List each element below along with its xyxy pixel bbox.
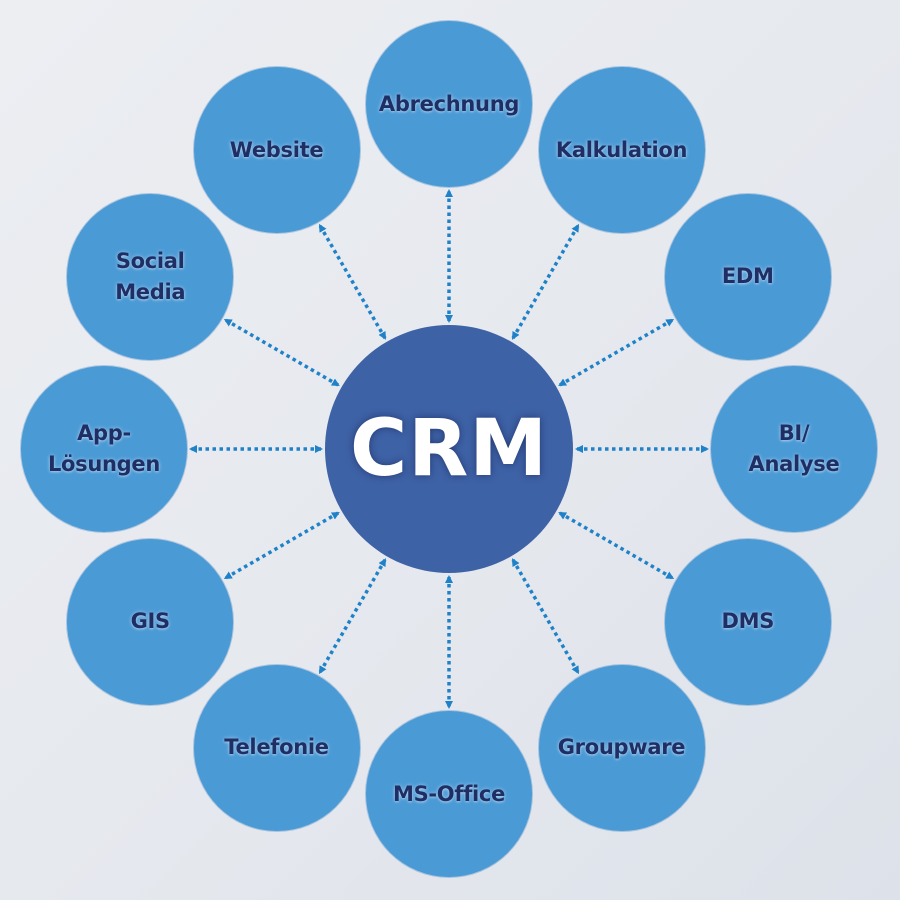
- node-label: Groupware: [557, 735, 686, 760]
- connector-social-media: [223, 318, 340, 387]
- node-label: GIS: [130, 609, 171, 633]
- node-abrechnung: Abrechnung: [366, 21, 532, 187]
- connector-groupware: [511, 558, 580, 675]
- crm-hub: CRM: [325, 325, 573, 573]
- node-label: App- Lösungen: [47, 421, 161, 476]
- node-label: Telefonie: [224, 735, 329, 760]
- node-label: BI/ Analyse: [748, 421, 840, 476]
- node-dms: DMS: [664, 538, 831, 705]
- hub-label: CRM: [350, 404, 548, 494]
- node-label: Social Media: [115, 248, 186, 304]
- node-telefonie: Telefonie: [193, 664, 360, 831]
- node-groupware: Groupware: [538, 664, 705, 831]
- connector-dms: [558, 511, 675, 580]
- connector-kalkulation: [511, 223, 580, 340]
- node-ms-office: MS-Office: [366, 711, 532, 877]
- node-label: Website: [229, 137, 324, 162]
- node-gis: GIS: [67, 538, 234, 705]
- node-label: MS-Office: [392, 781, 506, 806]
- connector-website: [318, 223, 387, 340]
- node-kalkulation: Kalkulation: [538, 67, 705, 234]
- connector-gis: [223, 511, 340, 580]
- node-edm: EDM: [664, 193, 831, 360]
- node-label: EDM: [721, 264, 774, 288]
- node-social-media: Social Media: [67, 193, 234, 360]
- node-label: Abrechnung: [378, 91, 520, 116]
- connector-telefonie: [318, 558, 387, 675]
- node-website: Website: [193, 67, 360, 234]
- connector-edm: [558, 318, 675, 387]
- node-label: DMS: [721, 609, 775, 633]
- node-bi-analyse: BI/ Analyse: [711, 366, 877, 532]
- node-app-loesungen: App- Lösungen: [21, 366, 187, 532]
- node-label: Kalkulation: [555, 137, 688, 162]
